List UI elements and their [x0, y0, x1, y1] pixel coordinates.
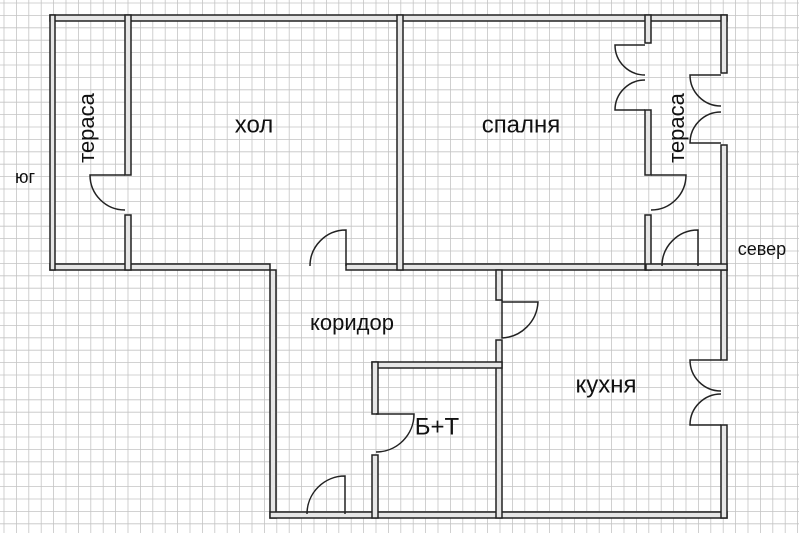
wall-bottom-upper-right — [345, 263, 647, 271]
wall-lower-left — [269, 269, 277, 519]
label-south: юг — [15, 167, 36, 187]
wall-corridor-kitchen-bottom — [495, 339, 503, 519]
wall-hall-bedroom — [396, 14, 404, 271]
door-terrace-north-lower — [661, 229, 699, 267]
door-kitchen-upper — [689, 359, 722, 392]
wall-top-upper — [49, 14, 728, 22]
door-bedroom-terrace-lower — [614, 79, 646, 111]
door-bathroom — [375, 413, 415, 453]
door-north-outer-lower — [689, 111, 722, 144]
door-terrace-north — [650, 174, 687, 211]
door-kitchen-lower — [689, 393, 722, 426]
door-bedroom-terrace-upper — [614, 44, 646, 76]
wall-right-outer-mid — [720, 144, 728, 271]
room-labels: тераса хол спалня тераса коридор Б+Т кух… — [15, 92, 786, 440]
door-north-outer-upper — [689, 74, 722, 107]
label-terrace-north: тераса — [664, 92, 689, 163]
wall-bedroom-terrace-bottom — [644, 214, 652, 271]
wall-bedroom-terrace-top — [644, 14, 652, 44]
wall-terrace-south-partition-bottom — [124, 214, 132, 271]
doors — [89, 44, 722, 515]
label-kitchen: кухня — [575, 371, 636, 398]
wall-bedroom-terrace-mid — [644, 109, 652, 176]
label-terrace-south: тераса — [74, 92, 99, 163]
door-terrace-south — [89, 174, 126, 211]
walls — [49, 14, 728, 519]
wall-terrace-south-partition-top — [124, 14, 132, 176]
wall-corridor-kitchen-top — [495, 269, 503, 301]
wall-lower-right-bottom — [720, 269, 728, 361]
wall-right-outer-top — [720, 14, 728, 74]
door-entrance — [306, 475, 346, 515]
label-hall: хол — [235, 111, 274, 138]
wall-bottom-upper-left — [49, 263, 271, 271]
door-hall-corridor — [309, 229, 347, 267]
wall-bathroom-left-top — [371, 361, 379, 415]
wall-bathroom-left-bottom — [371, 454, 379, 519]
wall-bathroom-top — [371, 361, 503, 369]
door-corridor-kitchen — [501, 300, 539, 339]
wall-left-outer — [49, 14, 56, 271]
wall-lower-right-low — [720, 424, 728, 519]
wall-upper-right-kitchen-link — [645, 263, 728, 271]
label-north: север — [738, 239, 786, 259]
label-bathroom: Б+Т — [415, 413, 460, 440]
label-bedroom: спалня — [482, 111, 561, 138]
label-corridor: коридор — [310, 310, 394, 335]
